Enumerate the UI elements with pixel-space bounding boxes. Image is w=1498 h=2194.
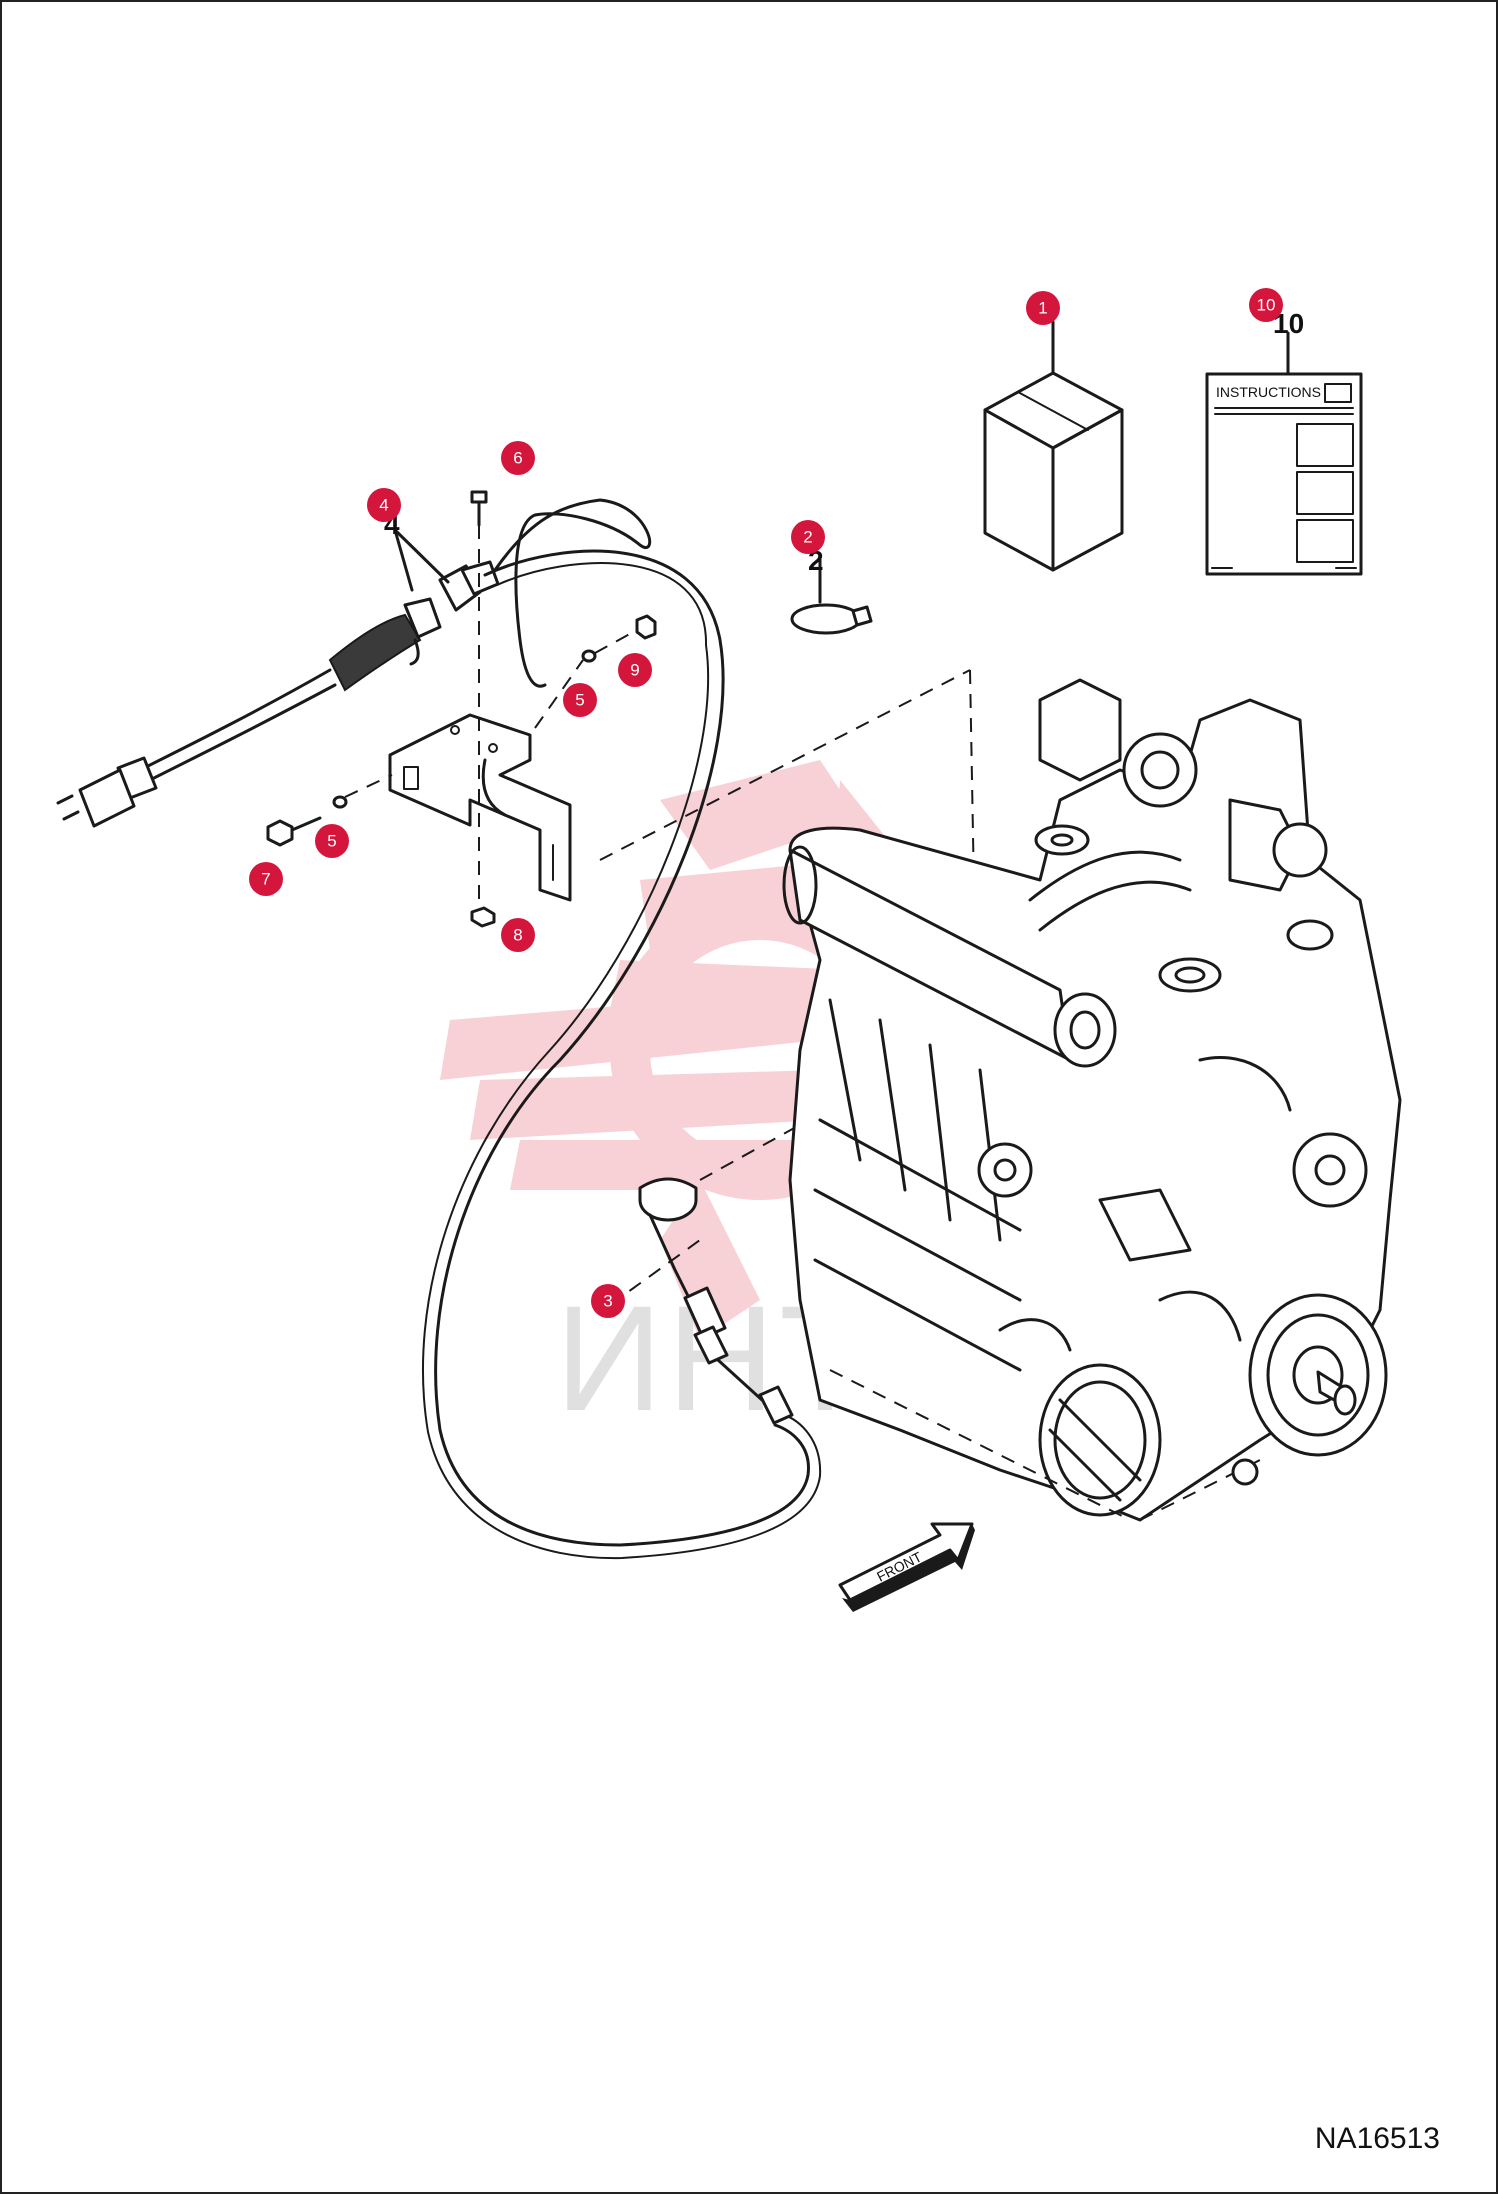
svg-text:7: 7 <box>261 870 270 889</box>
callout-5-lower[interactable]: 5 <box>315 824 349 858</box>
callout-9[interactable]: 9 <box>618 653 652 687</box>
callout-8[interactable]: 8 <box>501 918 535 952</box>
svg-text:9: 9 <box>630 661 639 680</box>
svg-text:6: 6 <box>513 449 522 468</box>
svg-text:5: 5 <box>575 691 584 710</box>
front-direction-arrow <box>838 1522 975 1612</box>
hardware-nut-9 <box>635 614 657 640</box>
block-heater <box>638 1177 794 1425</box>
callout-3[interactable]: 3 <box>591 1284 625 1318</box>
harness-connector <box>438 560 500 612</box>
callout-6[interactable]: 6 <box>501 441 535 475</box>
ground-wire <box>493 498 652 688</box>
figure-id: NA16513 <box>1314 2122 1440 2155</box>
leader-4b <box>393 528 450 584</box>
engine <box>782 678 1402 1522</box>
heater-cable <box>434 549 810 1547</box>
hardware-washer-5-upper <box>581 649 597 663</box>
hardware-bolt-6 <box>470 490 488 527</box>
callout-7[interactable]: 7 <box>249 862 283 896</box>
svg-text:4: 4 <box>379 496 388 515</box>
svg-text:10: 10 <box>1257 296 1276 315</box>
mounting-bracket <box>388 713 572 902</box>
callout-4[interactable]: 4 <box>367 488 401 522</box>
hardware-bolt-7 <box>266 816 322 847</box>
heater-cable-edge <box>422 562 822 1560</box>
callout-1[interactable]: 1 <box>1026 291 1060 325</box>
instruction-sheet <box>1205 372 1363 576</box>
callout-10[interactable]: 10 <box>1249 288 1283 322</box>
callout-5-upper[interactable]: 5 <box>563 683 597 717</box>
leader-4a <box>393 528 414 592</box>
cable-tie <box>790 603 873 635</box>
svg-text:3: 3 <box>603 1292 612 1311</box>
power-cord <box>56 597 442 828</box>
callout-2[interactable]: 2 <box>791 520 825 554</box>
svg-text:8: 8 <box>513 926 522 945</box>
instructions-label: INSTRUCTIONS <box>1216 384 1321 400</box>
hardware-nut-8 <box>470 906 496 928</box>
svg-text:1: 1 <box>1038 299 1047 318</box>
kit-box <box>983 371 1124 572</box>
hardware-washer-5-lower <box>332 795 348 809</box>
svg-text:2: 2 <box>803 528 812 547</box>
svg-text:5: 5 <box>327 832 336 851</box>
